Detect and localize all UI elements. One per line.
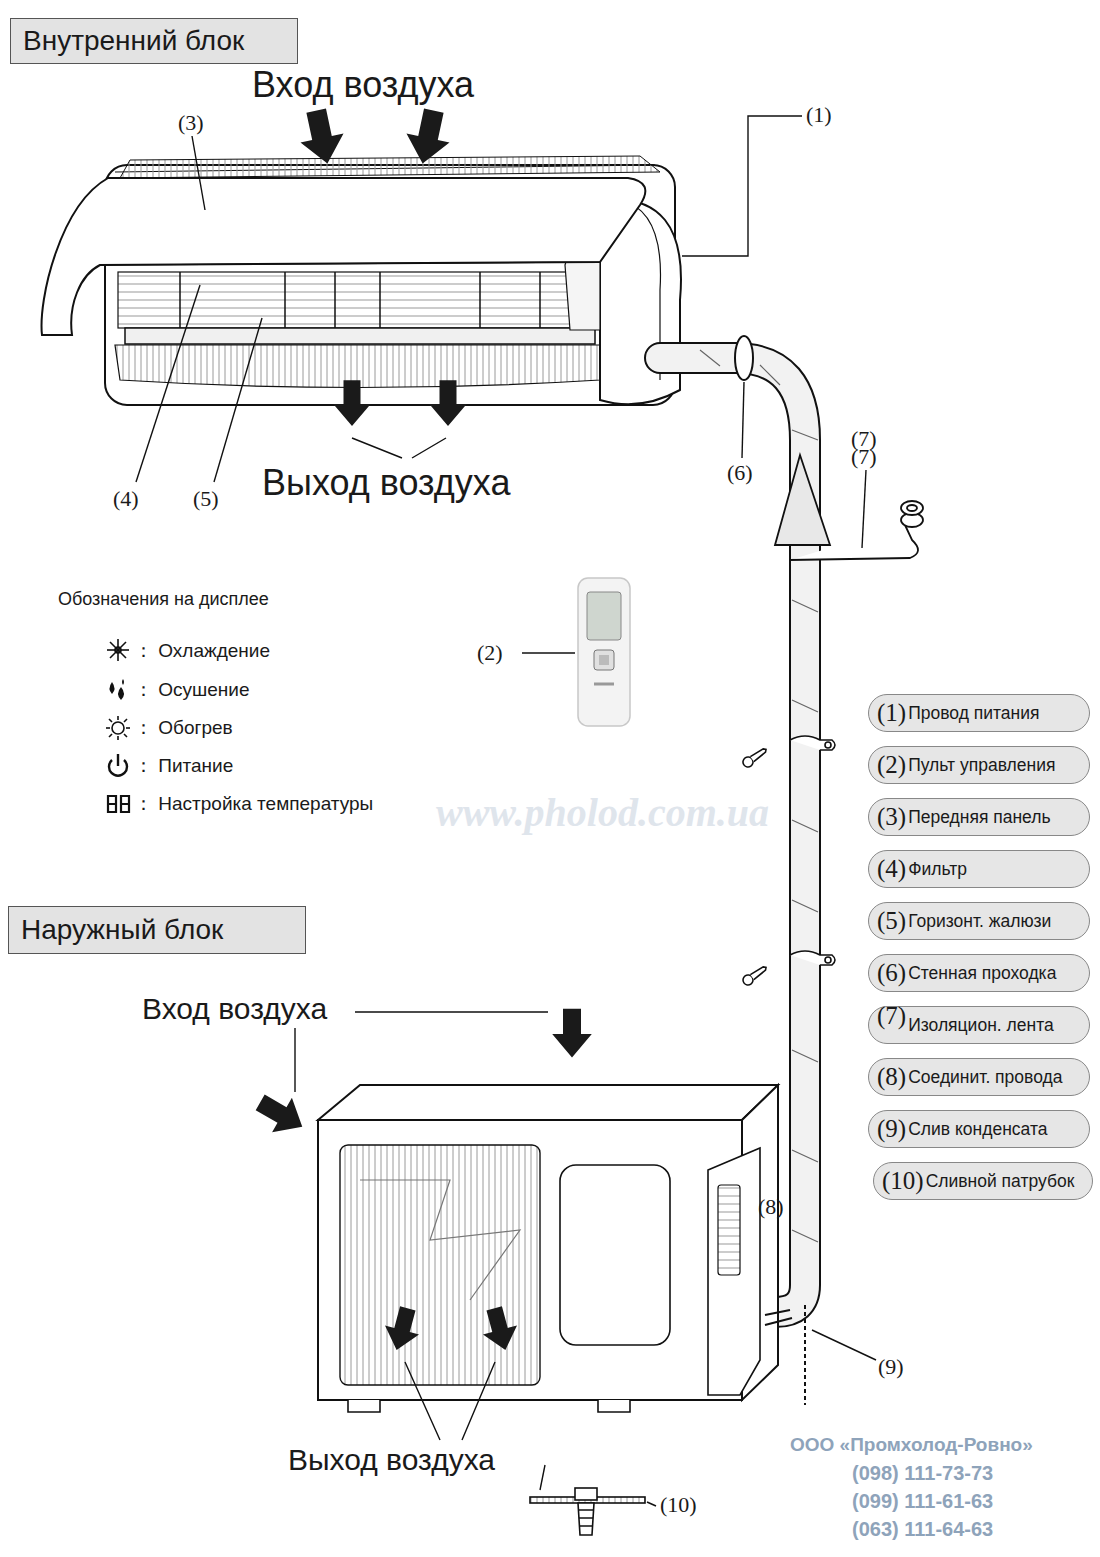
- part-legend-pill: (7)Изоляцион. лента: [868, 1006, 1090, 1044]
- legend-text: ： Обогрев: [134, 717, 233, 738]
- wall-sleeve: [735, 336, 753, 380]
- callout-number: (7): [851, 444, 877, 469]
- callout-number: (2): [477, 640, 503, 665]
- callout-number: (4): [877, 855, 906, 883]
- section-header: Наружный блок: [8, 906, 306, 954]
- part-legend-pill: (9)Слив конденсата: [868, 1110, 1090, 1148]
- callout-number: (1): [877, 699, 906, 727]
- legend-item: ： Питание: [134, 753, 233, 779]
- part-name: Провод питания: [908, 703, 1039, 724]
- air-arrows-outdoor: [250, 1009, 592, 1355]
- part-name: Сливной патрубок: [926, 1171, 1075, 1192]
- part-name: Передняя панель: [908, 807, 1050, 828]
- air-arrows: [295, 106, 467, 426]
- callout-number: (10): [660, 1492, 697, 1517]
- phone-number: (098) 111-73-73: [852, 1462, 993, 1485]
- callout-number: (1): [806, 102, 832, 127]
- section-header: Внутренний блок: [10, 18, 298, 64]
- callout-number: (3): [178, 110, 204, 135]
- part-legend-pill: (8)Соединит. провода: [868, 1058, 1090, 1096]
- watermark: www.pholod.com.ua: [436, 790, 769, 836]
- part-legend-pill: (4)Фильтр: [868, 850, 1090, 888]
- callout-number: (5): [877, 907, 906, 935]
- part-legend-pill: (2)Пульт управления: [868, 746, 1090, 784]
- callout-number: (9): [877, 1115, 906, 1143]
- remote-control: [578, 578, 630, 726]
- drain-line: [804, 1305, 806, 1405]
- outdoor-unit: [318, 1085, 792, 1412]
- legend-text: ： Настройка температуры: [134, 793, 373, 814]
- part-name: Стенная проходка: [908, 963, 1056, 984]
- drain-fitting: [530, 1488, 645, 1535]
- legend-text: ： Охлаждение: [134, 640, 270, 661]
- legend-item: ： Охлаждение: [134, 638, 270, 664]
- header-text: Наружный блок: [21, 914, 223, 946]
- part-name: Фильтр: [908, 859, 967, 880]
- part-legend-pill: (5)Горизонт. жалюзи: [868, 902, 1090, 940]
- part-name: Пульт управления: [908, 755, 1055, 776]
- callout-number: (7): [877, 1002, 906, 1030]
- phone-number: (099) 111-61-63: [852, 1490, 993, 1513]
- callout-number: (6): [877, 959, 906, 987]
- callout-number: (2): [877, 751, 906, 779]
- air-label: Выход воздуха: [262, 462, 510, 503]
- part-name: Горизонт. жалюзи: [908, 911, 1051, 932]
- legend-item: ： Осушение: [134, 677, 250, 703]
- indoor-unit: [42, 156, 681, 405]
- part-name: Слив конденсата: [908, 1119, 1047, 1140]
- part-legend-pill: (6)Стенная проходка: [868, 954, 1090, 992]
- phone-number: (063) 111-64-63: [852, 1518, 993, 1541]
- callout-number: (9): [878, 1354, 904, 1379]
- callout-number: (8): [758, 1194, 784, 1219]
- company-name: ООО «Промхолод-Ровно»: [790, 1434, 1033, 1456]
- callout-number: (3): [877, 803, 906, 831]
- air-label: Вход воздуха: [142, 992, 327, 1027]
- legend-heading: Обозначения на дисплее: [58, 589, 269, 610]
- legend-item: ： Обогрев: [134, 715, 233, 741]
- pipe-clips: [741, 736, 835, 987]
- part-legend-pill: (1)Провод питания: [868, 694, 1090, 732]
- legend-text: ： Питание: [134, 755, 233, 776]
- display-icons: [106, 639, 130, 812]
- part-legend-pill: (3)Передняя панель: [868, 798, 1090, 836]
- callout-number: (6): [727, 460, 753, 485]
- callout-number: (4): [113, 486, 139, 511]
- legend-text: ： Осушение: [134, 679, 250, 700]
- tape-bracket: [775, 455, 923, 560]
- part-name: Изоляцион. лента: [908, 1015, 1054, 1036]
- callout-number: (10): [882, 1167, 924, 1195]
- air-label: Выход воздуха: [288, 1443, 495, 1478]
- part-name: Соединит. провода: [908, 1067, 1062, 1088]
- header-text: Внутренний блок: [23, 25, 244, 57]
- callout-number: (8): [877, 1063, 906, 1091]
- callout-number: (5): [193, 486, 219, 511]
- air-label: Вход воздуха: [252, 64, 474, 105]
- part-legend-pill: (10)Сливной патрубок: [873, 1162, 1093, 1200]
- legend-item: ： Настройка температуры: [134, 791, 373, 817]
